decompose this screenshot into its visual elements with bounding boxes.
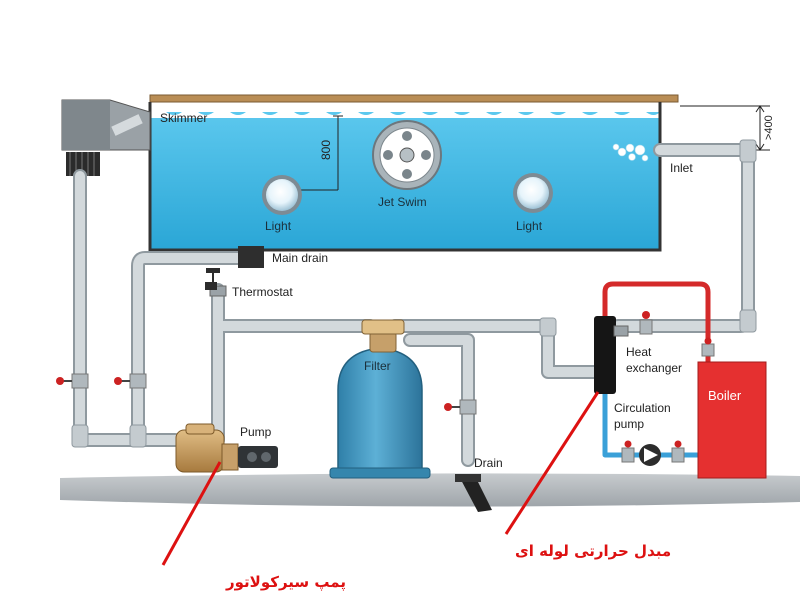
light-left-label: Light [265, 219, 292, 233]
height-label: >400 [763, 115, 775, 140]
heat-exchanger-label-line1: Heat [626, 345, 652, 359]
valve-icon [56, 373, 89, 389]
heat-exchanger-label-line2: exchanger [626, 361, 682, 375]
jet-swim-icon [372, 120, 442, 190]
pool-wall [148, 102, 662, 252]
light-left-icon [262, 175, 302, 215]
pump-icon [175, 423, 278, 473]
cold-water-pipe [602, 389, 701, 458]
circulation-pump-icon [621, 440, 685, 466]
skimmer-label: Skimmer [160, 111, 207, 125]
annotation-heat-exchanger: مبدل حرارتی لوله ای [515, 542, 671, 560]
annotation-line-pump [161, 461, 222, 566]
main-drain-label: Main drain [272, 251, 328, 265]
filter-label: Filter [364, 359, 391, 373]
circulation-pump-label-line1: Circulation [614, 401, 671, 415]
jet-swim-label: Jet Swim [378, 195, 427, 209]
inlet-bubbles-icon [612, 143, 649, 162]
valve-icon [701, 337, 715, 357]
boiler-unit [697, 361, 767, 479]
heat-exchanger-unit [594, 316, 616, 394]
main-drain-icon [238, 246, 264, 268]
pump-label: Pump [240, 425, 272, 439]
depth-label: 800 [319, 140, 333, 160]
pipework [71, 139, 757, 467]
filter-tank [329, 319, 431, 479]
annotation-circulation-pump: پمپ سیرکولاتور [225, 573, 346, 592]
annotation-line-heat-exchanger [504, 391, 600, 535]
drain-outlet-icon [455, 474, 492, 512]
pool-deck [149, 94, 679, 103]
circulation-pump-label-line2: pump [614, 417, 644, 431]
skimmer [61, 99, 151, 176]
thermostat-label: Thermostat [232, 285, 293, 299]
water-waves [150, 109, 660, 118]
hot-water-pipe [602, 281, 711, 369]
drain-label: Drain [474, 456, 503, 470]
ground [60, 473, 800, 507]
valve-icon [444, 399, 477, 415]
light-right-label: Light [516, 219, 543, 233]
inlet-label: Inlet [670, 161, 693, 175]
boiler-label: Boiler [708, 388, 742, 403]
thermostat-icon [205, 268, 227, 297]
valve-icon [114, 373, 147, 389]
heat-exchanger-fitting [613, 325, 629, 337]
depth-marker [300, 115, 343, 191]
valve-icon [639, 311, 653, 335]
light-right-icon [513, 173, 553, 213]
